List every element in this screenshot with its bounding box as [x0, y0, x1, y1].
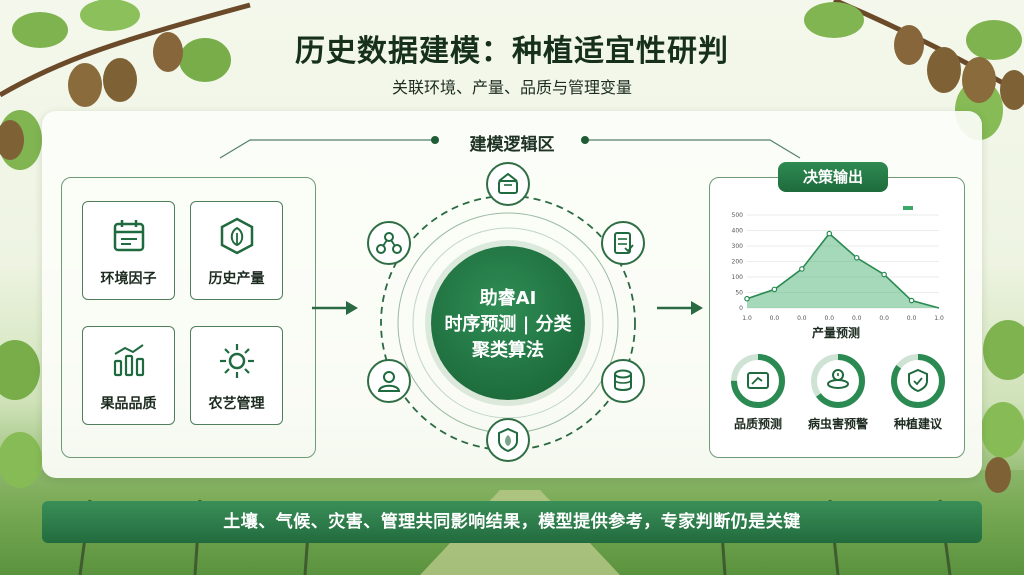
section-title: 建模逻辑区	[469, 135, 555, 155]
chart-point	[826, 230, 833, 237]
chart-point	[744, 295, 750, 302]
chart-series-line	[746, 232, 940, 309]
input-card-label: 果品品质	[100, 396, 157, 412]
trend-screen-icon	[747, 372, 769, 389]
chart-area-fill	[747, 233, 939, 308]
sun-icon	[191, 341, 282, 381]
basket-icon	[486, 162, 530, 206]
ring-planting-advice	[891, 354, 945, 408]
bar-chart-icon	[83, 341, 174, 381]
input-card-label: 环境因子	[100, 271, 157, 287]
chart-x-tick: 0.0	[907, 315, 917, 322]
core-line-3: 聚类算法	[472, 340, 544, 361]
section-connector	[219, 136, 801, 159]
kiwi-branch-right	[981, 320, 1024, 493]
chart-legend-swatch	[903, 206, 913, 210]
chart-point	[908, 297, 915, 304]
arrow-right-icon	[657, 301, 703, 315]
ai-core: 助睿AI 时序预测 | 分类 聚类算法	[431, 246, 585, 400]
chart-y-tick: 400	[732, 228, 744, 235]
input-card-fruit-quality: 果品品质	[82, 326, 175, 425]
ring-pest-warning	[811, 354, 865, 408]
chart-y-tick: 50	[735, 290, 743, 297]
chart-x-tick: 1.0	[742, 315, 752, 322]
kiwi-branch-top-left	[0, 0, 251, 170]
page-title: 历史数据建模：种植适宜性研判	[295, 34, 729, 69]
arrow-right-icon	[312, 301, 358, 315]
input-card-agronomy: 农艺管理	[190, 326, 283, 425]
farmer-icon	[367, 359, 411, 403]
kiwi-branch-left	[0, 340, 42, 488]
ring-label-pest: 病虫害预警	[807, 417, 868, 431]
chart-xlabel: 产量预测	[811, 326, 860, 340]
chart-point	[771, 286, 778, 293]
chart-y-tick: 300	[732, 243, 744, 250]
leaf-hexagon-icon	[191, 216, 282, 256]
decision-output-box	[709, 177, 965, 458]
chart-x-tick: 1.0	[934, 315, 944, 322]
chart-point	[799, 266, 805, 272]
network-icon	[367, 221, 411, 265]
coins-icon	[601, 359, 645, 403]
chart-y-tick: 0	[739, 305, 743, 312]
chart-y-tick: 500	[732, 212, 744, 219]
core-line-1: 助睿AI	[479, 288, 537, 309]
input-card-history-yield: 历史产量	[190, 201, 283, 300]
calendar-icon	[83, 216, 174, 256]
input-factors-box	[61, 177, 316, 458]
core-line-2: 时序预测 | 分类	[444, 314, 572, 335]
document-icon	[601, 221, 645, 265]
chart-x-tick: 0.0	[852, 315, 862, 322]
chart-point	[853, 254, 860, 261]
chart-x-tick: 0.0	[825, 315, 835, 322]
leaf-shield-icon	[486, 418, 530, 462]
chart-x-tick: 0.0	[770, 315, 780, 322]
chart-x-tick: 0.0	[797, 315, 807, 322]
input-card-label: 农艺管理	[208, 396, 265, 412]
ring-quality	[731, 354, 785, 408]
input-card-label: 历史产量	[208, 271, 265, 287]
page-subtitle: 关联环境、产量、品质与管理变量	[391, 78, 632, 97]
ring-label-quality: 品质预测	[733, 417, 782, 431]
input-card-environment: 环境因子	[82, 201, 175, 300]
warning-bug-icon	[827, 369, 849, 389]
shield-leaf-icon	[908, 368, 928, 393]
decision-output-title: 决策输出	[778, 162, 888, 192]
ring-label-advice: 种植建议	[893, 417, 942, 431]
chart-y-tick: 100	[732, 274, 744, 281]
chart-x-tick: 0.0	[879, 315, 889, 322]
kiwi-branch-top-right	[804, 0, 1024, 140]
chart-y-tick: 200	[732, 259, 744, 266]
chart-legend	[903, 206, 913, 210]
footer-note: 土壤、气候、灾害、管理共同影响结果，模型提供参考，专家判断仍是关键	[42, 501, 982, 543]
chart-point	[881, 271, 887, 278]
